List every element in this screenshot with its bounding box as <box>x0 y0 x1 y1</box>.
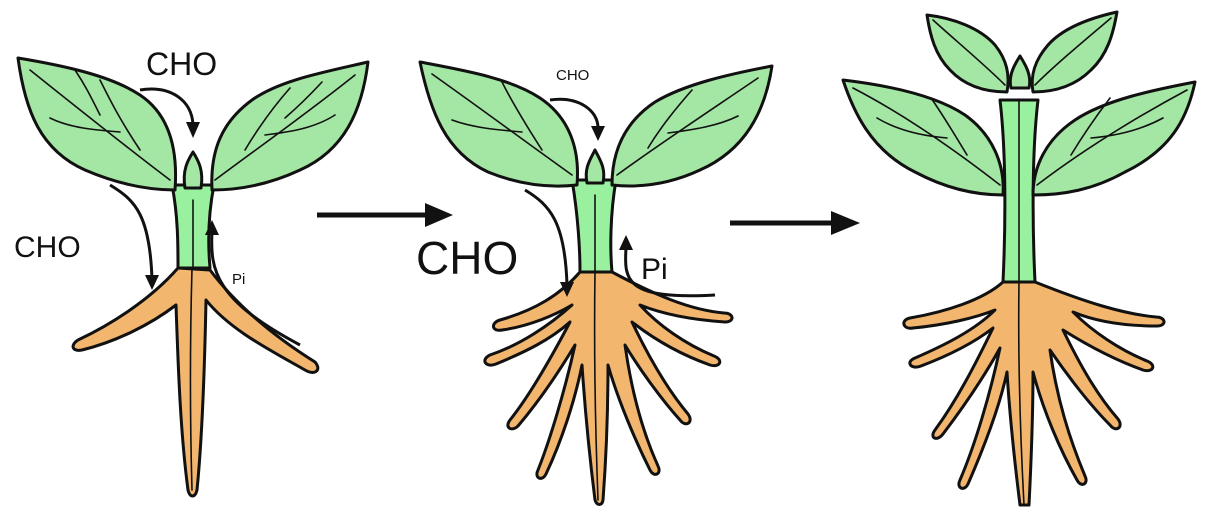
plant-stage-2 <box>418 60 774 506</box>
arrow-cho-to-bud <box>549 97 600 129</box>
leaf-left <box>418 60 579 188</box>
leaf-lower-left <box>841 78 1005 197</box>
apical-bud <box>584 148 606 185</box>
leaf-lower-right <box>1031 80 1197 197</box>
label-pi-stage2: Pi <box>641 253 668 286</box>
growth-arrow-1 <box>317 203 453 227</box>
label-pi-stage1: Pi <box>232 271 246 288</box>
leaf-right <box>210 60 370 192</box>
root-system <box>71 266 320 498</box>
leaf-upper-left <box>925 13 1010 94</box>
label-cho-stage1-side: CHO <box>14 231 81 264</box>
label-cho-stage2-top: CHO <box>556 67 590 84</box>
label-cho-stage2-side: CHO <box>416 232 519 284</box>
stem <box>570 178 618 274</box>
root-system <box>902 280 1166 507</box>
arrow-cho-to-bud <box>139 87 195 126</box>
label-cho-stage1-top: CHO <box>146 46 218 82</box>
root-system <box>483 270 734 506</box>
apical-bud <box>1008 54 1032 90</box>
plant-stage-1 <box>16 56 370 498</box>
leaf-upper-right <box>1030 10 1119 94</box>
growth-arrow-2 <box>730 211 860 235</box>
apical-bud <box>182 150 204 190</box>
plant-stage-3 <box>841 10 1197 507</box>
